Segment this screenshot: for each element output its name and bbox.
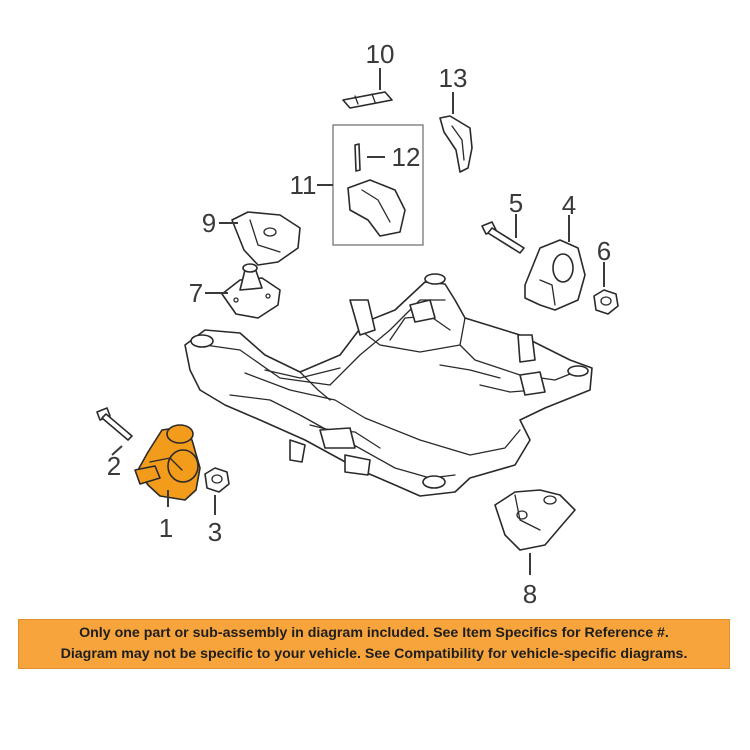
mount-7 xyxy=(221,263,281,319)
nut-6 xyxy=(593,289,619,315)
callout-7: 7 xyxy=(189,278,203,308)
bolt-2 xyxy=(96,407,133,441)
callout-1: 1 xyxy=(159,513,173,543)
callout-5: 5 xyxy=(509,188,523,218)
mount-4 xyxy=(524,239,586,311)
notice-banner: Only one part or sub-assembly in diagram… xyxy=(18,619,730,669)
plate-10 xyxy=(342,91,393,109)
callout-4: 4 xyxy=(562,190,576,220)
callout-3: 3 xyxy=(208,517,222,547)
callout-9: 9 xyxy=(202,208,216,238)
callout-11: 11 xyxy=(290,170,317,200)
front-subframe xyxy=(184,273,593,497)
callout-6: 6 xyxy=(597,236,611,266)
bracket-8 xyxy=(494,489,576,551)
callout-8: 8 xyxy=(523,579,537,609)
leader-lines xyxy=(111,68,605,575)
engine-mount-highlighted xyxy=(134,424,201,501)
notice-line-1: Only one part or sub-assembly in diagram… xyxy=(79,625,669,641)
callout-10: 10 xyxy=(366,39,395,69)
bracket-13 xyxy=(439,115,473,173)
callout-2: 2 xyxy=(107,451,121,481)
callout-12: 12 xyxy=(392,142,421,172)
notice-line-2: Diagram may not be specific to your vehi… xyxy=(60,646,688,662)
bracket-9 xyxy=(231,211,301,266)
callout-13: 13 xyxy=(439,63,468,93)
callout-numbers: 1 2 3 4 5 6 7 8 9 10 11 12 13 xyxy=(107,39,611,609)
bolt-5 xyxy=(481,221,525,254)
nut-3 xyxy=(204,467,230,493)
sub-assembly-11 xyxy=(332,124,424,246)
